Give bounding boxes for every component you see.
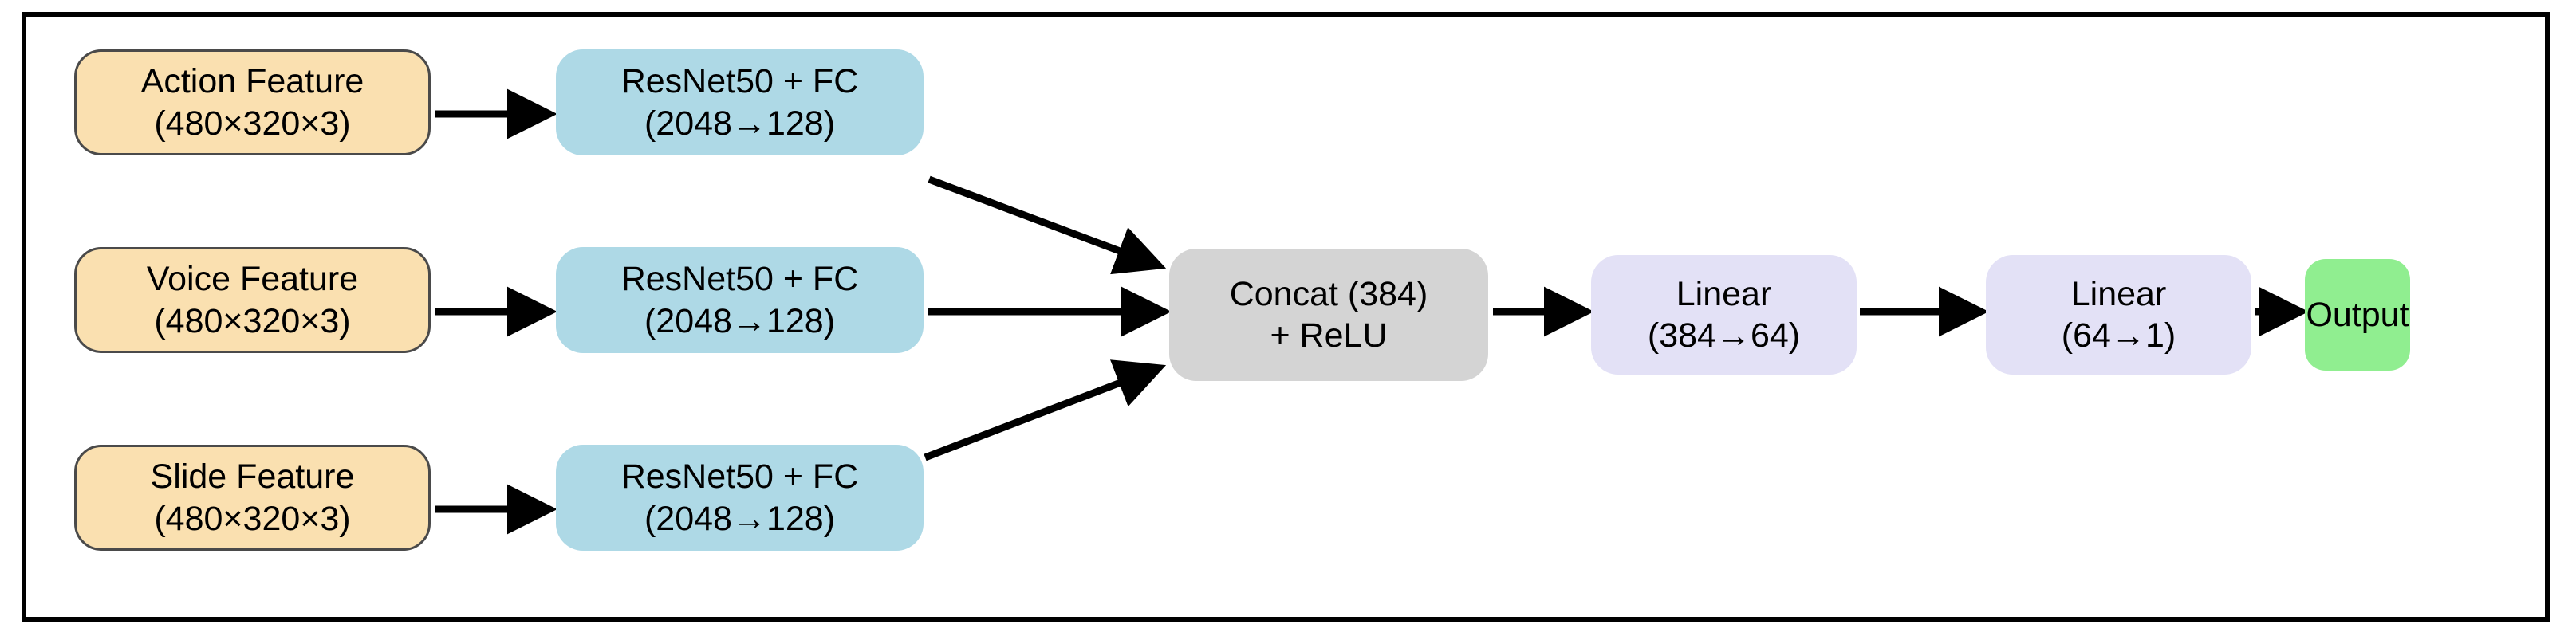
node-voice-encoder[interactable]: ResNet50 + FC (2048→128) xyxy=(556,247,924,353)
node-voice-feature-line2: (480×320×3) xyxy=(154,301,351,340)
node-linear1-line2: (384→64) xyxy=(1647,316,1801,355)
node-voice-feature[interactable]: Voice Feature (480×320×3) xyxy=(74,247,431,353)
node-voice-feature-line1: Voice Feature xyxy=(146,260,359,299)
node-slide-encoder[interactable]: ResNet50 + FC (2048→128) xyxy=(556,445,924,551)
node-linear2-line2: (64→1) xyxy=(2061,316,2176,355)
node-output-label: Output xyxy=(2306,295,2409,334)
node-linear1-line1: Linear xyxy=(1676,274,1772,313)
node-action-feature[interactable]: Action Feature (480×320×3) xyxy=(74,49,431,155)
node-action-feature-line1: Action Feature xyxy=(140,62,364,101)
node-action-encoder-line1: ResNet50 + FC xyxy=(620,62,859,101)
node-slide-encoder-line2: (2048→128) xyxy=(644,499,836,538)
node-voice-encoder-line2: (2048→128) xyxy=(644,301,836,340)
node-linear-384-64[interactable]: Linear (384→64) xyxy=(1591,255,1857,375)
node-action-encoder-line2: (2048→128) xyxy=(644,104,836,143)
node-slide-feature[interactable]: Slide Feature (480×320×3) xyxy=(74,445,431,551)
node-action-feature-line2: (480×320×3) xyxy=(154,104,351,143)
node-concat-line2: + ReLU xyxy=(1270,316,1388,355)
node-slide-encoder-line1: ResNet50 + FC xyxy=(620,457,859,497)
node-concat-relu[interactable]: Concat (384) + ReLU xyxy=(1169,249,1488,381)
node-slide-feature-line2: (480×320×3) xyxy=(154,499,351,538)
node-output[interactable]: Output xyxy=(2305,259,2410,371)
node-linear2-line1: Linear xyxy=(2070,274,2167,313)
node-voice-encoder-line1: ResNet50 + FC xyxy=(620,260,859,299)
node-linear-64-1[interactable]: Linear (64→1) xyxy=(1986,255,2251,375)
node-concat-line1: Concat (384) xyxy=(1229,274,1428,313)
node-slide-feature-line1: Slide Feature xyxy=(150,457,355,497)
node-action-encoder[interactable]: ResNet50 + FC (2048→128) xyxy=(556,49,924,155)
